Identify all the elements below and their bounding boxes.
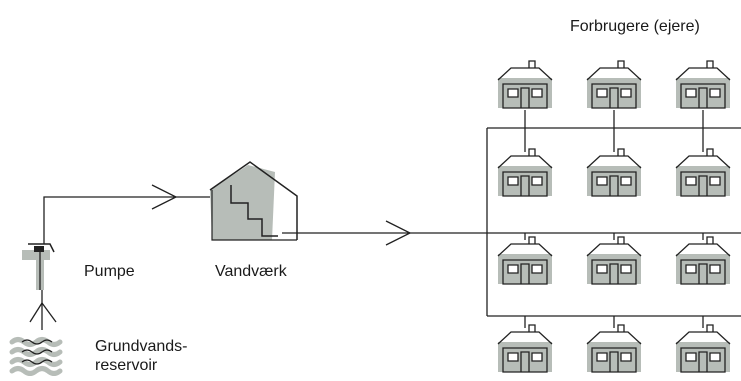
house-icon <box>498 233 552 284</box>
house-icon <box>587 128 641 196</box>
reservoir-label-line2: reservoir <box>95 357 158 374</box>
house-icon <box>587 61 641 128</box>
house-icon <box>587 316 641 372</box>
pipe-pump-to-waterworks <box>44 197 210 244</box>
reservoir-icon <box>12 340 60 374</box>
house-icon <box>676 128 730 196</box>
waterworks-label: Vandværk <box>215 263 287 280</box>
waterworks-icon <box>210 162 297 240</box>
house-icon <box>676 61 730 128</box>
house-icon <box>498 61 552 128</box>
house-icon <box>676 316 730 372</box>
pump-label: Pumpe <box>84 263 135 280</box>
house-icon <box>498 128 552 196</box>
reservoir-wave-lines <box>22 340 52 364</box>
flow-arrow-icon <box>152 185 176 209</box>
house-icon <box>676 233 730 284</box>
house-icon <box>498 316 552 372</box>
consumers-label: Forbrugere (ejere) <box>570 18 700 35</box>
consumer-houses <box>498 61 730 372</box>
house-icon <box>587 233 641 284</box>
pump-icon <box>22 244 56 330</box>
flow-arrow-icon <box>386 221 410 245</box>
reservoir-label-line1: Grundvands- <box>95 338 188 355</box>
